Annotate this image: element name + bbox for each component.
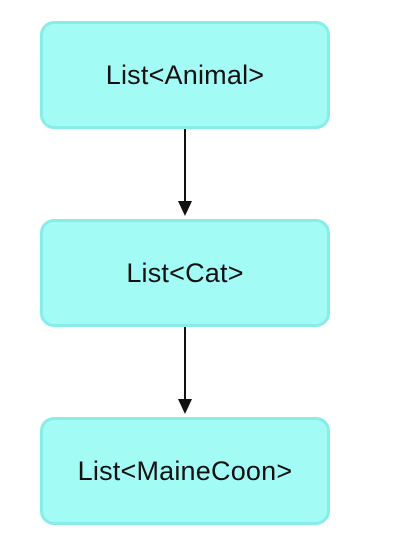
node-list-cat: List<Cat> [40,219,330,327]
arrowhead-icon [178,399,192,414]
node-list-mainecoon: List<MaineCoon> [40,417,330,525]
node-label: List<Animal> [105,59,265,90]
node-label: List<MaineCoon> [77,455,293,486]
node-label: List<Cat> [126,257,244,288]
edge-cat-to-mainecoon [178,327,192,414]
edge-animal-to-cat [178,129,192,216]
node-list-animal: List<Animal> [40,21,330,129]
arrowhead-icon [178,201,192,216]
